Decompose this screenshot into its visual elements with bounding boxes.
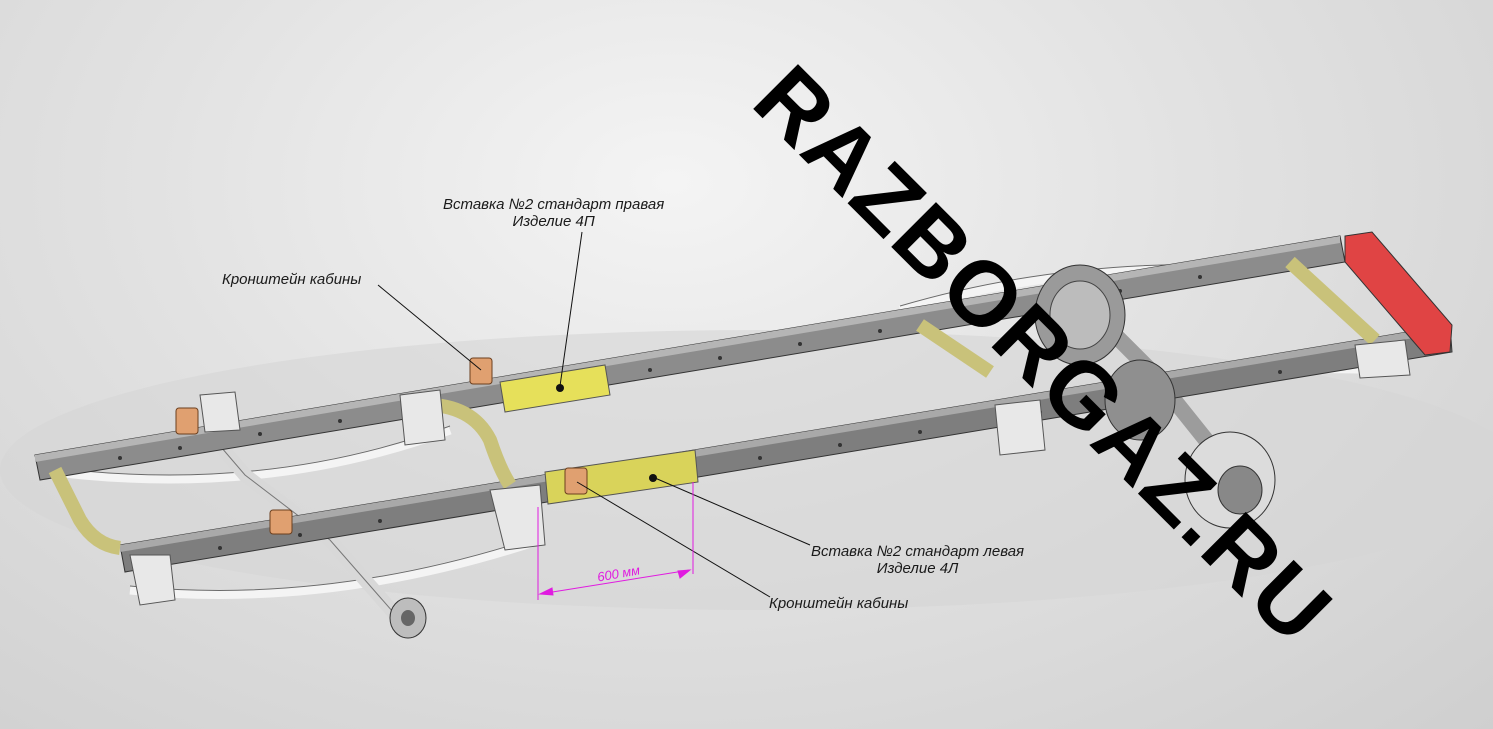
front-wheel-hub [389,597,427,639]
spring-hangers [129,339,1411,606]
callout-right-insert-name: Вставка №2 стандарт правая [443,196,665,213]
callout-right-insert: Вставка №2 стандарт правая Изделие 4П [443,196,664,230]
rear-beam [1344,231,1453,356]
callout-left-insert-part: Изделие 4Л [876,560,959,577]
callout-cab-bracket-top: Кронштейн кабины [222,271,361,288]
crossmember-rear [1285,256,1380,346]
callout-cab-bracket-bottom: Кронштейн кабины [769,595,908,612]
callout-cab-bracket-top-label: Кронштейн кабины [222,271,362,288]
callout-right-insert-part: Изделие 4П [512,213,595,230]
rear-wheel-hub [1034,264,1276,529]
callout-cab-bracket-bottom-label: Кронштейн кабины [769,595,909,612]
callout-left-insert-name: Вставка №2 стандарт левая [811,543,1025,560]
cab-brackets [175,357,588,535]
leader-lines [377,231,811,598]
dimension-600 [537,482,694,600]
crossmember-front [48,466,122,555]
insert-right [499,364,611,413]
callout-left-insert: Вставка №2 стандарт левая Изделие 4Л [811,543,1024,577]
rail-holes [118,275,1282,550]
